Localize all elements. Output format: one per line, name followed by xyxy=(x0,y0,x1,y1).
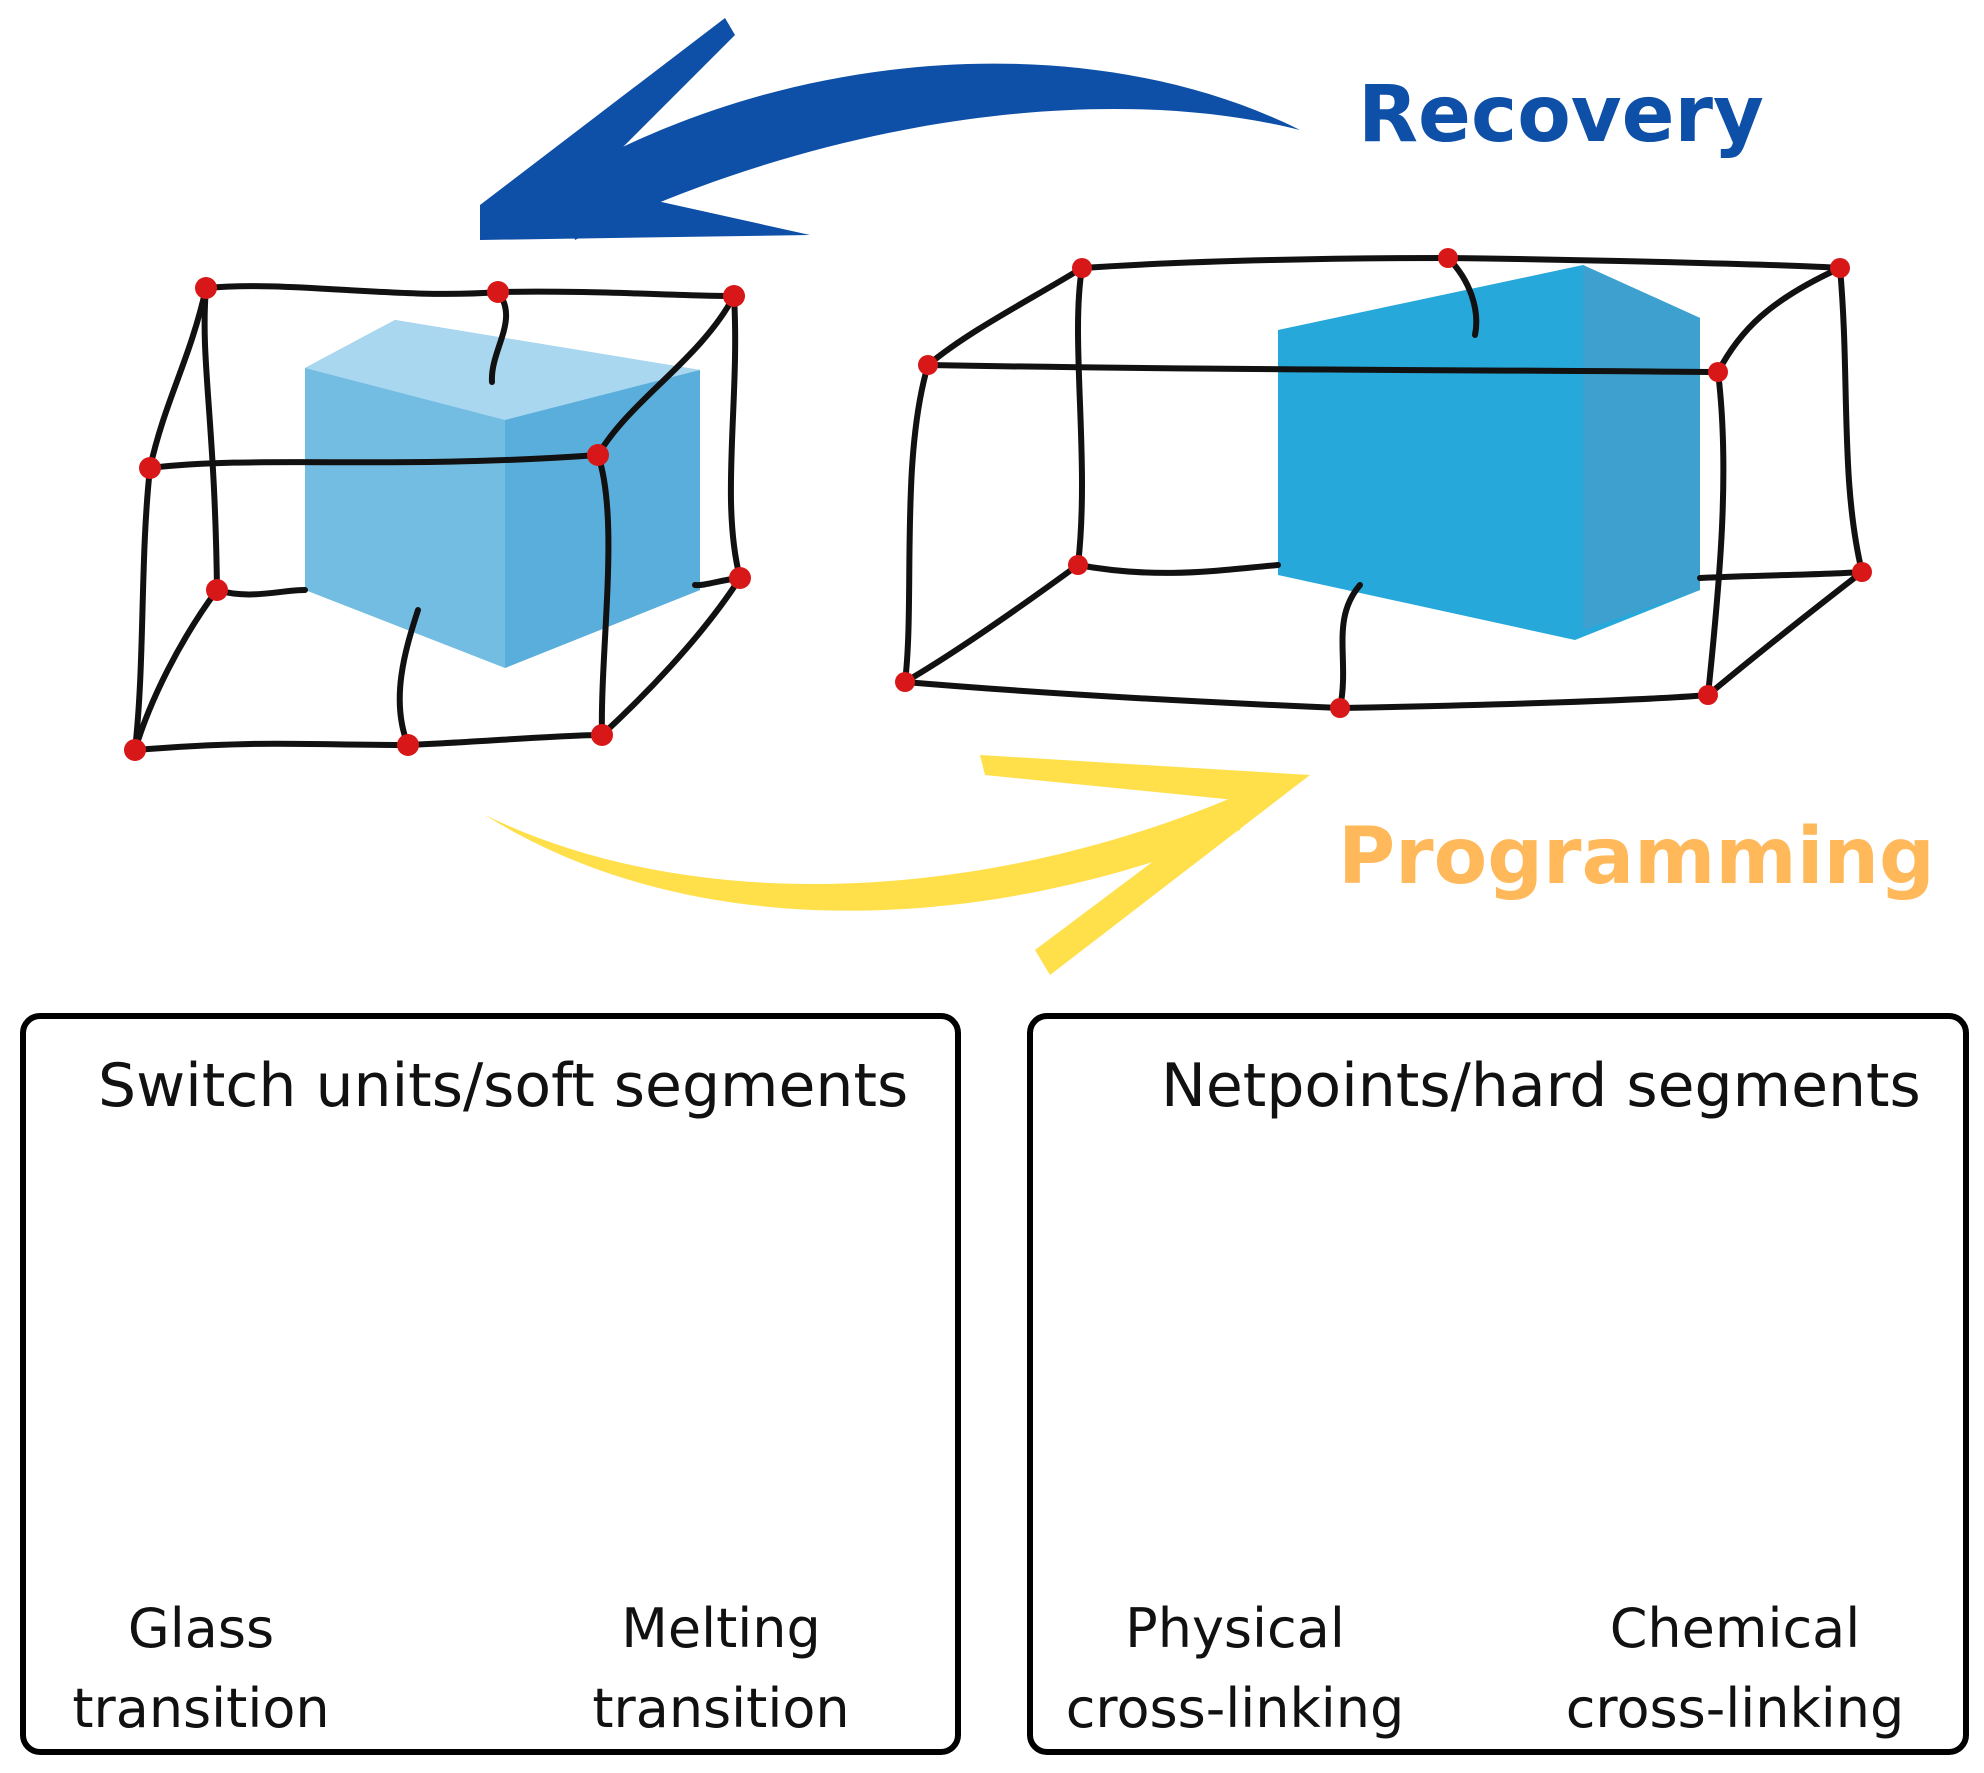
soft-segments-title: Switch units/soft segments xyxy=(98,1051,909,1121)
chemical-crosslinking-caption: Chemical cross-linking xyxy=(1525,1589,1945,1749)
network-stretched xyxy=(895,248,1872,718)
soft-segments-panel: Switch units/soft segments Glass transit… xyxy=(20,1013,961,1755)
caption-line: Physical xyxy=(1125,1597,1345,1660)
caption-line: Glass xyxy=(127,1597,275,1660)
recovery-arrow xyxy=(480,18,1300,240)
caption-line: transition xyxy=(72,1677,330,1740)
physical-crosslinking-caption: Physical cross-linking xyxy=(1025,1589,1445,1749)
recovery-label: Recovery xyxy=(1358,70,1764,160)
programming-arrow xyxy=(485,755,1310,975)
caption-line: cross-linking xyxy=(1065,1677,1405,1740)
caption-line: cross-linking xyxy=(1565,1677,1905,1740)
hard-segments-title: Netpoints/hard segments xyxy=(1161,1051,1921,1121)
caption-line: Melting xyxy=(621,1597,821,1660)
network-compact xyxy=(124,277,751,761)
glass-transition-caption: Glass transition xyxy=(0,1589,411,1749)
caption-line: transition xyxy=(592,1677,850,1740)
hard-segments-panel: Netpoints/hard segments Physical cross-l… xyxy=(1027,1013,1969,1755)
melting-transition-caption: Melting transition xyxy=(511,1589,931,1749)
programming-label: Programming xyxy=(1338,812,1935,902)
caption-line: Chemical xyxy=(1609,1597,1861,1660)
